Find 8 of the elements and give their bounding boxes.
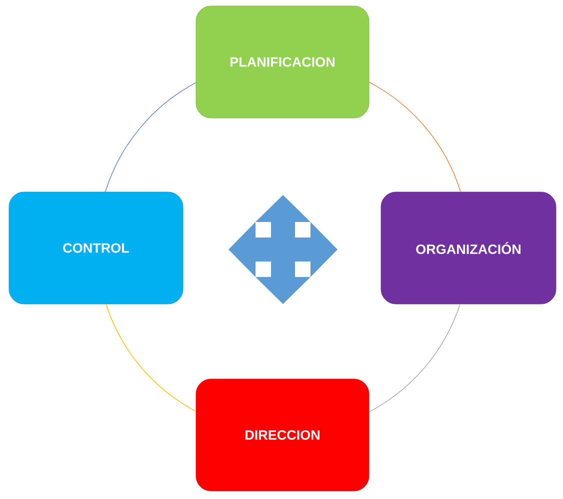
connector-arc [106,304,196,412]
rounded-box: DIRECCION [196,378,370,492]
rounded-box: ORGANIZACIÓN [380,192,556,304]
connector-arc [104,82,196,192]
rounded-box: CONTROL [8,192,184,304]
connector-arc [368,82,462,192]
rounded-box: PLANIFICACION [196,6,370,118]
connector-arc [368,304,460,412]
